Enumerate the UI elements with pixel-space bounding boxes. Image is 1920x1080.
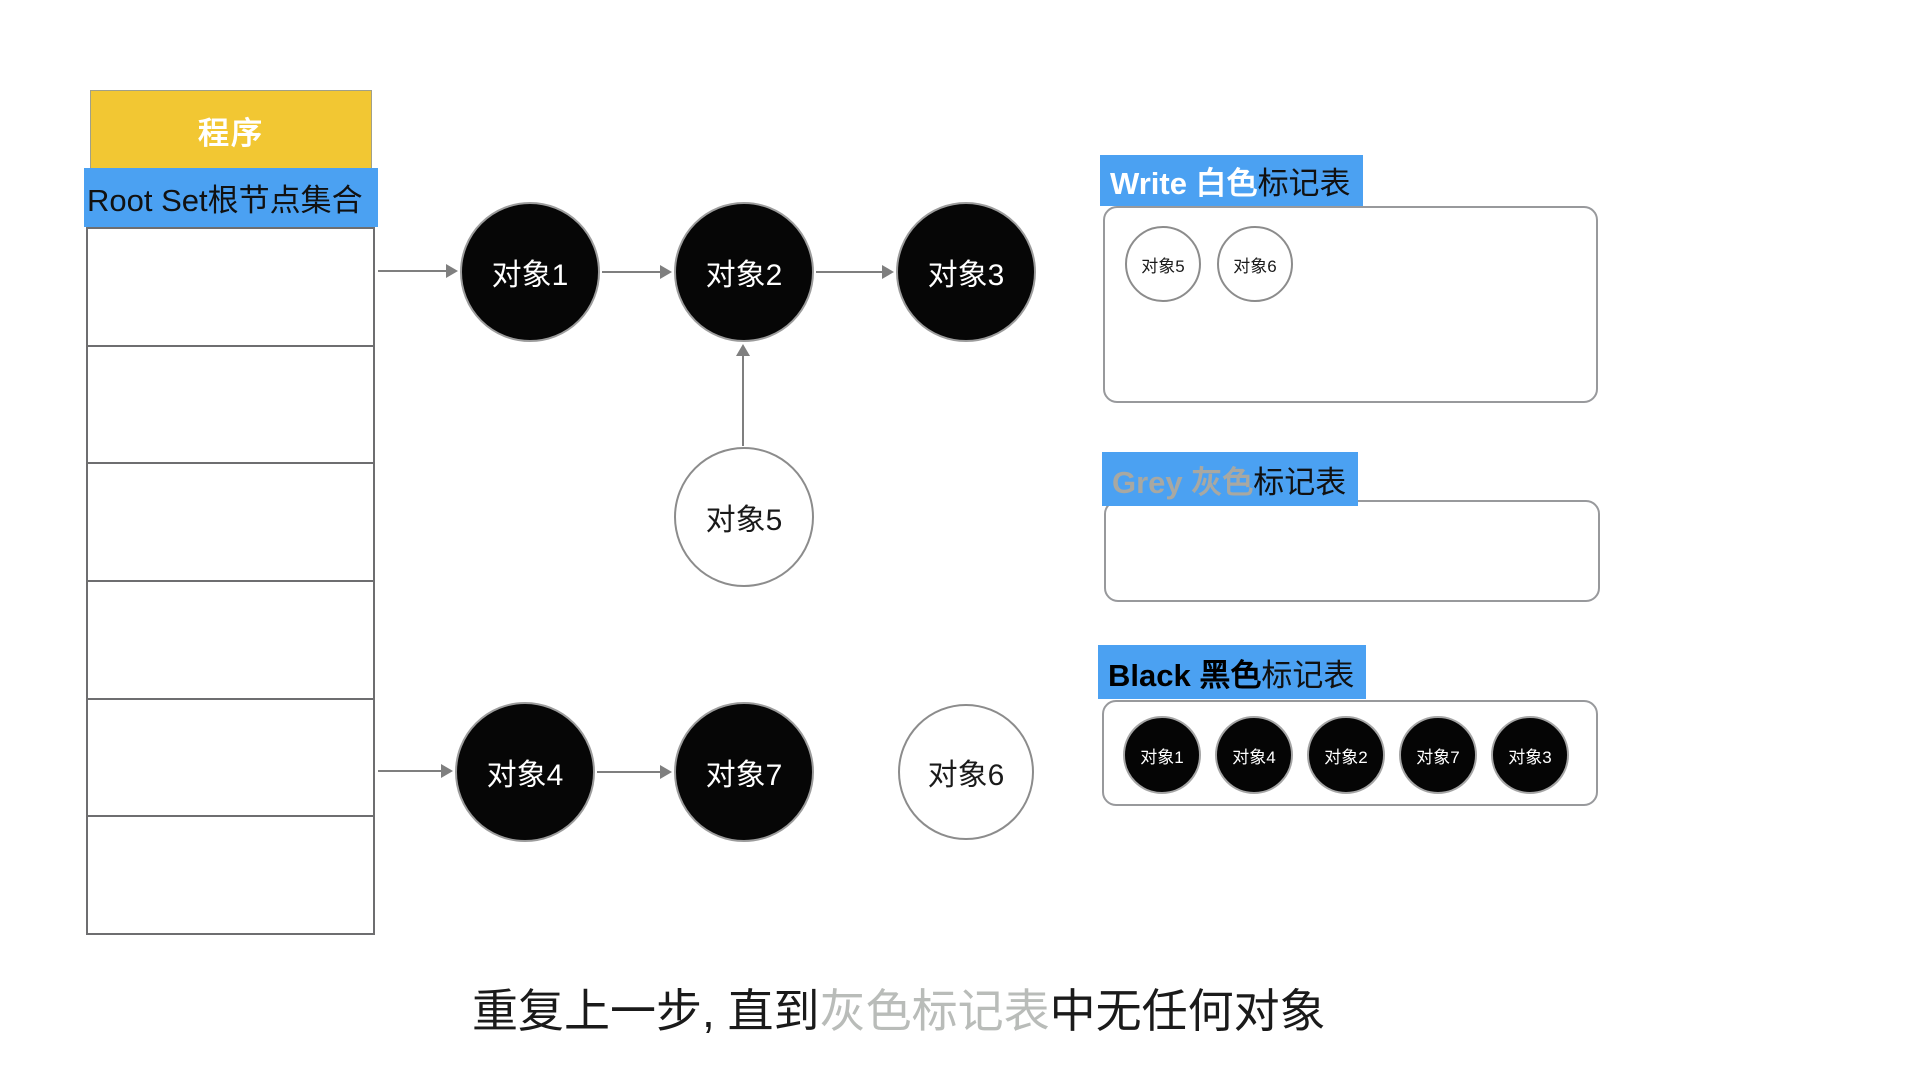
arrow-head-icon — [446, 264, 458, 278]
mark-table-badge-strong-label: Write 白色 — [1110, 166, 1258, 201]
mark-table-badge-strong-label: Black 黑色 — [1108, 657, 1262, 693]
arrow-head-icon — [660, 265, 672, 279]
arrow-line — [602, 271, 661, 273]
program-table-row — [88, 229, 373, 345]
program-table-row — [88, 580, 373, 698]
arrow-line — [742, 355, 744, 446]
caption-pre: 重复上一步, 直到 — [472, 985, 820, 1037]
arrow-line — [378, 270, 447, 272]
arrow-head-icon — [441, 764, 453, 778]
arrow-line — [816, 271, 883, 273]
program-table-header: 程序 — [90, 90, 372, 170]
mark-table-badge-rest-label: 标记表 — [1253, 464, 1347, 500]
mark-table-object: 对象4 — [1215, 716, 1293, 794]
mark-table-object: 对象2 — [1307, 716, 1385, 794]
program-table-empty-rows — [86, 227, 375, 935]
mark-table-badge: Grey 灰色标记表 — [1102, 452, 1359, 506]
arrow-head-icon — [736, 344, 750, 356]
object-node: 对象3 — [896, 202, 1036, 342]
object-node: 对象7 — [674, 702, 814, 842]
mark-table-box — [1104, 500, 1600, 602]
arrow-line — [597, 771, 661, 773]
program-table-row — [88, 462, 373, 581]
mark-table-badge-rest-label: 标记表 — [1257, 166, 1351, 201]
arrow-head-icon — [660, 765, 672, 779]
program-table-row — [88, 815, 373, 934]
arrow-line — [378, 770, 442, 772]
object-node: 对象4 — [455, 702, 595, 842]
arrow-head-icon — [882, 265, 894, 279]
mark-table-object: 对象7 — [1399, 716, 1477, 794]
object-node: 对象2 — [674, 202, 814, 342]
mark-table-badge-strong-label: Grey 灰色 — [1112, 464, 1254, 500]
program-table-row — [88, 697, 373, 816]
mark-table-object: 对象5 — [1125, 226, 1201, 302]
caption-post: 中无任何对象 — [1049, 985, 1326, 1037]
object-node: 对象6 — [898, 704, 1034, 840]
root-set-row: Root Set根节点集合 — [84, 168, 378, 227]
mark-table-badge: Write 白色标记表 — [1100, 155, 1363, 206]
program-table-row — [88, 344, 373, 463]
program-table-header-label: 程序 — [198, 115, 264, 151]
mark-table-badge-rest-label: 标记表 — [1261, 657, 1355, 693]
mark-table-object: 对象1 — [1123, 716, 1201, 794]
object-node: 对象1 — [460, 202, 600, 342]
caption-grey-highlight: 灰色标记表 — [819, 985, 1050, 1037]
mark-table-object: 对象3 — [1491, 716, 1569, 794]
mark-table-object: 对象6 — [1217, 226, 1293, 302]
mark-table-badge: Black 黑色标记表 — [1098, 645, 1367, 699]
object-node: 对象5 — [674, 447, 814, 587]
caption: 重复上一步, 直到灰色标记表中无任何对象 — [472, 975, 1326, 1041]
root-set-row-label: Root Set根节点集合 — [87, 183, 363, 218]
